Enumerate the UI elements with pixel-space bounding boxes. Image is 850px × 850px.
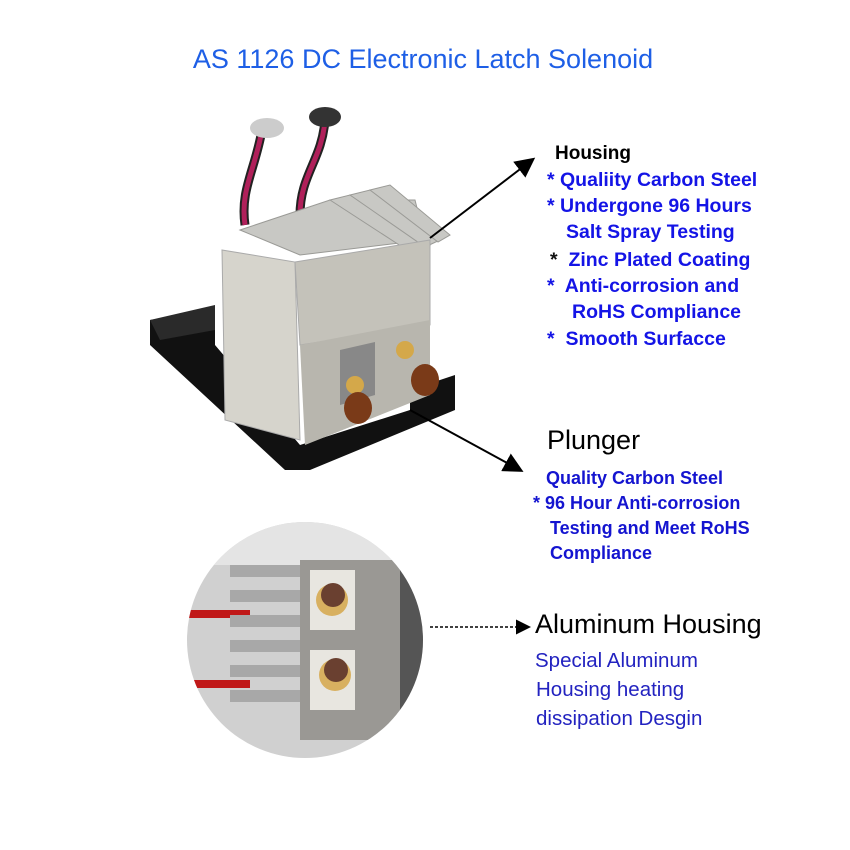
housing-feature: * Smooth Surfacce: [547, 328, 726, 350]
aluminum-feature: Special Aluminum: [535, 649, 698, 672]
page-title: AS 1126 DC Electronic Latch Solenoid: [192, 44, 654, 74]
housing-feature: Salt Spray Testing: [566, 221, 735, 243]
housing-heading: Housing: [555, 143, 631, 164]
plunger-feature: Compliance: [550, 543, 653, 563]
aluminum-housing-closeup-image: [187, 522, 423, 758]
housing-feature: RoHS Compliance: [572, 301, 742, 323]
housing-arrow: [429, 157, 536, 239]
plunger-arrow: [409, 409, 524, 472]
aluminum-feature: Housing heating: [536, 678, 685, 701]
housing-feature: * Anti-corrosion and: [547, 275, 740, 297]
plunger-heading: Plunger: [547, 425, 641, 455]
solenoid-product-image: [150, 107, 455, 470]
housing-feature: * Undergone 96 Hours: [547, 195, 752, 217]
housing-feature: * Zinc Plated Coating: [550, 249, 751, 271]
housing-feature: * Qualiity Carbon Steel: [547, 169, 758, 191]
plunger-feature: Testing and Meet RoHS: [550, 518, 750, 538]
plunger-feature: * 96 Hour Anti-corrosion: [533, 493, 741, 513]
aluminum-feature: dissipation Desgin: [536, 707, 703, 730]
aluminum-heading: Aluminum Housing: [535, 609, 762, 639]
plunger-feature: Quality Carbon Steel: [546, 468, 724, 488]
